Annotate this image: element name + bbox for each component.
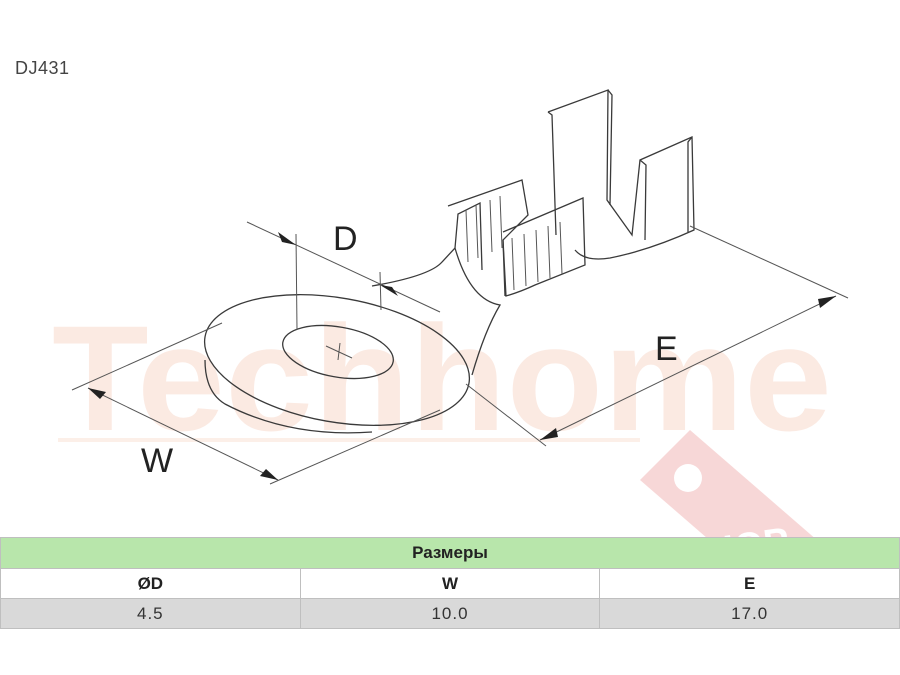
ring-hole	[282, 324, 394, 380]
dim-d-line	[246, 221, 441, 313]
crimp-serrations	[465, 195, 563, 291]
header-length: E	[599, 568, 900, 599]
dim-d-arrow-left	[278, 232, 296, 245]
dim-w-arrow-left	[88, 388, 106, 399]
dimensions-table: Размеры ØD W E 4.5 10.0 17.0	[0, 537, 900, 629]
dim-w-label: W	[141, 442, 173, 480]
dim-e-label: E	[655, 330, 678, 368]
ring-thickness	[204, 359, 373, 434]
value-length: 17.0	[599, 598, 900, 629]
watermark: Techhome SHOP	[52, 294, 832, 540]
dimension-lines	[71, 221, 849, 485]
dim-e-arrow-left	[540, 428, 558, 440]
dim-w-line	[87, 387, 279, 481]
ring-terminal	[203, 89, 695, 434]
table-title-row: Размеры	[0, 537, 900, 569]
dim-d-ext-left	[295, 233, 298, 331]
terminal-drawing: Techhome SHOP	[52, 89, 849, 540]
header-diameter: ØD	[0, 568, 301, 599]
dim-e-line	[539, 295, 837, 441]
model-code: DJ431	[15, 58, 70, 78]
watermark-brand: Techhome	[52, 294, 832, 462]
table-header-row: ØD W E	[0, 568, 900, 599]
hole-center-mark	[325, 342, 353, 361]
header-width: W	[299, 568, 601, 599]
table-title: Размеры	[0, 537, 900, 569]
watermark-tag-shape	[640, 430, 817, 540]
watermark-tag-hole	[674, 464, 702, 492]
dim-w-ext-bottom	[269, 409, 441, 485]
dim-e-ext-right	[689, 225, 849, 299]
table-row: 4.5 10.0 17.0	[0, 598, 900, 629]
dim-d-label: D	[333, 220, 358, 258]
value-width: 10.0	[299, 598, 601, 629]
dim-e-ext-left	[465, 383, 547, 447]
dim-w-arrow-right	[260, 469, 278, 480]
dim-w-ext-top	[71, 322, 223, 391]
dim-d-arrow-right	[380, 285, 398, 296]
front-crimp-edges	[454, 201, 506, 297]
value-diameter: 4.5	[0, 598, 301, 629]
rear-crimp-outline	[547, 89, 695, 260]
ring-outer	[203, 294, 471, 426]
dim-e-arrow-right	[818, 296, 836, 308]
front-crimp-outline	[447, 179, 586, 297]
rear-crimp-edges	[547, 89, 693, 241]
dim-d-ext-right	[379, 271, 382, 311]
terminal-neck	[371, 246, 502, 376]
